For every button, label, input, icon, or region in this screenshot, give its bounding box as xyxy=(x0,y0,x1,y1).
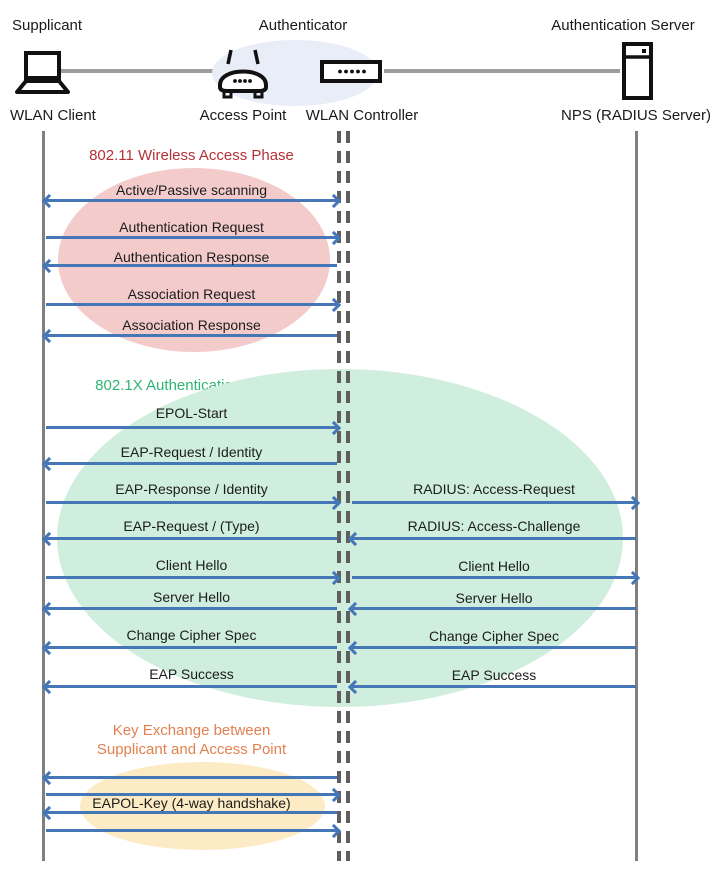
message-label: EAP Success xyxy=(451,667,537,683)
message-arrow xyxy=(46,236,337,239)
message-label: EAP Success xyxy=(149,666,234,682)
message-label: EAP-Response / Identity xyxy=(115,481,268,497)
message-label: Authentication Request xyxy=(119,219,264,235)
message-arrow xyxy=(352,576,636,579)
message-arrow xyxy=(46,811,337,814)
wlan-controller-lifeline-right xyxy=(346,131,350,861)
phase3-title: Key Exchange between Supplicant and Acce… xyxy=(96,722,287,758)
message-label: Change Cipher Spec xyxy=(429,628,559,644)
message-label: RADIUS: Access-Challenge xyxy=(407,518,581,534)
message-label: Client Hello xyxy=(155,557,228,573)
message-label: Authentication Response xyxy=(113,249,270,265)
link-controller-to-server xyxy=(384,69,620,73)
device-wlan-client: WLAN Client xyxy=(10,107,96,124)
message-label: Server Hello xyxy=(152,589,231,605)
device-wlan-controller: WLAN Controller xyxy=(305,107,419,124)
wlan-client-lifeline xyxy=(42,131,45,861)
access-point-icon xyxy=(214,46,272,105)
wlan-controller-lifeline-left xyxy=(337,131,341,861)
message-arrow xyxy=(46,576,337,579)
message-label: EPOL-Start xyxy=(155,405,228,421)
message-label: Association Response xyxy=(122,317,261,333)
message-arrow xyxy=(352,537,636,540)
message-arrow xyxy=(352,685,636,688)
message-label: Association Request xyxy=(127,286,256,302)
role-supplicant: Supplicant xyxy=(12,17,83,34)
link-client-to-ap xyxy=(60,69,215,73)
message-label: EAP-Request / (Type) xyxy=(123,518,260,534)
message-arrow xyxy=(46,426,337,429)
message-arrow xyxy=(46,776,337,779)
message-arrow xyxy=(46,501,337,504)
message-arrow xyxy=(46,334,337,337)
message-arrow xyxy=(46,264,337,267)
message-arrow xyxy=(46,829,337,832)
message-label: EAPOL-Key (4-way handshake) xyxy=(92,795,291,811)
message-arrow xyxy=(46,607,337,610)
message-arrow xyxy=(46,537,337,540)
message-arrow xyxy=(46,303,337,306)
phase1-title: 802.11 Wireless Access Phase xyxy=(89,147,294,164)
message-arrow xyxy=(46,199,337,202)
role-authenticator: Authenticator xyxy=(258,17,348,34)
message-arrow xyxy=(352,501,636,504)
laptop-icon xyxy=(12,50,72,103)
wlan-controller-icon xyxy=(320,60,382,88)
device-nps-radius-server: NPS (RADIUS Server) xyxy=(560,107,712,124)
message-arrow xyxy=(46,685,337,688)
radius-server-lifeline xyxy=(635,131,638,861)
message-arrow xyxy=(352,646,636,649)
message-label: Change Cipher Spec xyxy=(126,627,257,643)
server-icon xyxy=(622,42,653,105)
device-access-point: Access Point xyxy=(199,107,287,124)
message-label: Server Hello xyxy=(455,590,533,606)
message-label: Client Hello xyxy=(458,558,530,574)
message-label: EAP-Request / Identity xyxy=(120,444,263,460)
message-arrow xyxy=(46,646,337,649)
role-authentication-server: Authentication Server xyxy=(551,17,695,34)
message-arrow xyxy=(352,607,636,610)
message-arrow xyxy=(46,462,337,465)
message-arrow xyxy=(46,793,337,796)
message-label: RADIUS: Access-Request xyxy=(413,481,575,497)
message-label: Active/Passive scanning xyxy=(116,182,267,198)
